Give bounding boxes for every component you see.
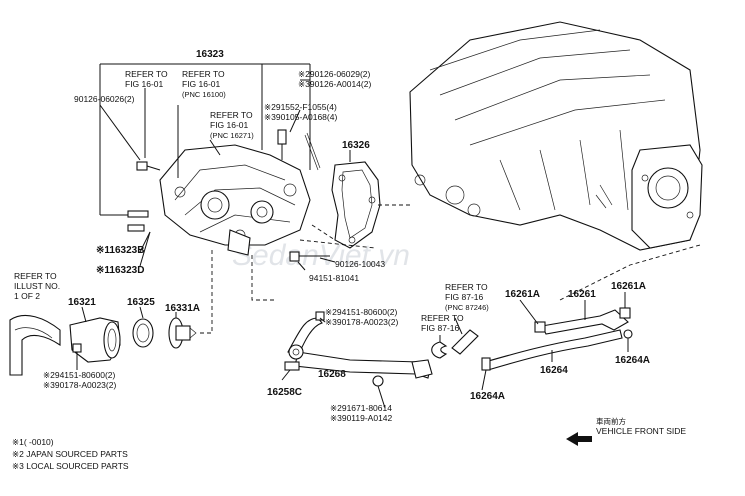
callout-94151-81041: 94151-81041 (309, 273, 359, 283)
refer-fig-87-16-a-line1: REFER TO (445, 282, 488, 292)
bolt-16323-illustration (127, 129, 330, 262)
callout-16268: 16268 (318, 369, 346, 380)
leader-lines (76, 63, 629, 409)
callout-390126-A0014: ※390126-A0014(2) (298, 79, 371, 89)
callout-390119-A0142: ※390119-A0142 (330, 413, 393, 423)
refer-illust-line1: REFER TO (14, 271, 57, 281)
gasket-ring-16325-illustration (132, 318, 154, 348)
refer-fig-16-01-c-line3: (PNC 16271) (210, 131, 254, 140)
water-bypass-pipe-16268-illustration (284, 311, 433, 387)
refer-fig-87-16-b-line1: REFER TO (421, 313, 464, 323)
legend-item-1: ※1( -0010) (12, 437, 54, 447)
callout-90126-10043: 90126-10043 (335, 259, 385, 269)
legend-item-2: ※2 JAPAN SOURCED PARTS (12, 449, 128, 459)
callout-16323B: ※116323B (96, 245, 144, 256)
radiator-hose-illustration (9, 315, 61, 376)
dashed-alignment-lines (251, 204, 701, 301)
refer-fig-16-01-a-line1: REFER TO (125, 69, 168, 79)
callout-16325: 16325 (127, 297, 155, 308)
refer-fig-16-01-b-line2: FIG 16-01 (182, 79, 221, 89)
water-pump-housing-illustration (159, 144, 311, 256)
callout-16264: 16264 (540, 365, 568, 376)
callout-16258C: 16258C (267, 387, 302, 398)
refer-fig-16-01-c-line2: FIG 16-01 (210, 120, 249, 130)
legend: ※1( -0010) ※2 JAPAN SOURCED PARTS ※3 LOC… (12, 437, 129, 471)
water-inlet-16321-illustration (69, 317, 121, 363)
gasket-16326-illustration (331, 161, 381, 249)
hose-refer-fig-87-16-illustration (431, 329, 479, 359)
vehicle-front-side-label: VEHICLE FRONT SIDE (596, 426, 686, 436)
refer-fig-16-01-b-line1: REFER TO (182, 69, 225, 79)
callout-291552-F1055: ※291552-F1055(4) (264, 102, 337, 112)
callout-16326: 16326 (342, 140, 370, 151)
callout-16321: 16321 (68, 297, 96, 308)
engine-block-illustration (409, 21, 701, 251)
refer-illust-line2: ILLUST NO. (14, 281, 60, 291)
callout-290126-06029: ※290126-06029(2) (298, 69, 371, 79)
refer-illust-line3: 1 OF 2 (14, 291, 40, 301)
hose-16261-illustration (534, 307, 633, 339)
callout-294151-80600-left: ※294151-80600(2) (43, 370, 116, 380)
callout-16261A-left: 16261A (505, 289, 540, 300)
vehicle-front-arrow-icon (566, 432, 592, 446)
callout-labels: 16323 REFER TO FIG 16-01 REFER TO FIG 16… (14, 49, 686, 436)
refer-fig-16-01-b-line3: (PNC 16100) (182, 90, 226, 99)
callout-16323D: ※116323D (96, 265, 144, 276)
callout-16264A-bottom: 16264A (470, 391, 505, 402)
callout-390178-A0023-left: ※390178-A0023(2) (43, 380, 116, 390)
callout-16331A: 16331A (165, 303, 200, 314)
callout-16261A-right: 16261A (611, 281, 646, 292)
callout-16264A-right: 16264A (615, 355, 650, 366)
callout-16261: 16261 (568, 289, 596, 300)
refer-fig-16-01-c-line1: REFER TO (210, 110, 253, 120)
callout-294151-80600-center: ※294151-80600(2) (325, 307, 398, 317)
refer-fig-16-01-a-line2: FIG 16-01 (125, 79, 164, 89)
refer-fig-87-16-b-line2: FIG 87-16 (421, 323, 460, 333)
thermostat-16331A-illustration (168, 250, 213, 349)
callout-291671-80614: ※291671-80614 (330, 403, 392, 413)
legend-item-3: ※3 LOCAL SOURCED PARTS (12, 461, 129, 471)
throttle-body-illustration (631, 144, 703, 249)
callout-16323: 16323 (196, 49, 224, 60)
callout-390105-A0168: ※390105-A0168(4) (264, 112, 337, 122)
callout-390178-A0023-center: ※390178-A0023(2) (325, 317, 398, 327)
refer-fig-87-16-a-line3: (PNC 87246) (445, 303, 489, 312)
vehicle-front-cn-label: 車両前方 (596, 416, 626, 426)
refer-fig-87-16-a-line2: FIG 87-16 (445, 292, 484, 302)
callout-90126-06026: 90126-06026(2) (74, 94, 135, 104)
